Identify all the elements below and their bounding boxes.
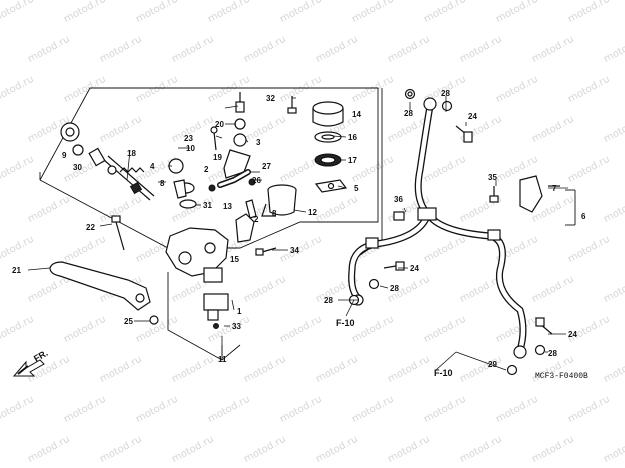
callout-18: 18 — [127, 149, 136, 158]
callout-21: 21 — [12, 266, 21, 275]
callout-16: 16 — [348, 133, 357, 142]
callout-23: 23 — [184, 134, 193, 143]
callout-28e: 28 — [548, 349, 557, 358]
callout-11: 11 — [218, 355, 227, 364]
callout-32: 33 — [232, 322, 241, 331]
callout-labels: 1 2 2 3 4 5 6 7 8 8 9 10 11 12 13 14 15 … — [12, 89, 586, 369]
callout-1: 1 — [237, 307, 242, 316]
front-direction-arrow: FR. — [12, 348, 50, 377]
callout-28a: 28 — [404, 109, 413, 118]
reference-callouts: F-10 F-10 — [336, 299, 507, 378]
callout-3: 3 — [256, 138, 261, 147]
callout-24a: 24 — [468, 112, 477, 121]
callout-24b: 24 — [410, 264, 419, 273]
callout-19: 19 — [213, 153, 222, 162]
callout-27: 27 — [262, 162, 271, 171]
callout-28d: 28 — [324, 296, 333, 305]
callout-34: 35 — [488, 173, 497, 182]
ref-f10-left: F-10 — [336, 318, 355, 328]
callout-7: 7 — [552, 184, 557, 193]
callout-15: 15 — [230, 255, 239, 264]
callout-2a: 2 — [204, 165, 209, 174]
callout-4: 4 — [150, 162, 155, 171]
reservoir-parts — [261, 101, 348, 217]
callout-28c: 28 — [390, 284, 399, 293]
callout-14: 14 — [352, 110, 361, 119]
callout-22: 22 — [86, 223, 95, 232]
callout-9: 9 — [62, 151, 67, 160]
callout-29: 30 — [73, 163, 82, 172]
ref-f10-bottom: F-10 — [434, 368, 453, 378]
callout-26: 26 — [252, 176, 261, 185]
callout-12: 12 — [308, 208, 317, 217]
callout-5: 5 — [354, 184, 359, 193]
callout-35: 36 — [394, 195, 403, 204]
callout-24c: 24 — [568, 330, 577, 339]
brake-hoses — [348, 97, 527, 359]
callout-30: 31 — [203, 201, 212, 210]
brake-switch — [203, 293, 229, 329]
callout-leaders — [27, 96, 568, 356]
callout-8b: 8 — [272, 209, 277, 218]
direction-label: FR. — [32, 348, 50, 364]
brake-lever — [49, 261, 159, 325]
callout-31: 32 — [266, 94, 275, 103]
bolts-washers — [348, 88, 560, 376]
callout-8a: 8 — [160, 179, 165, 188]
callout-20: 20 — [215, 120, 224, 129]
callout-13: 13 — [223, 202, 232, 211]
callout-28b: 28 — [441, 89, 450, 98]
master-cylinder-body — [165, 213, 255, 283]
callout-6: 6 — [581, 212, 586, 221]
piston-assembly — [60, 122, 155, 201]
assembly-frame — [39, 87, 576, 361]
callout-25: 25 — [124, 317, 133, 326]
diagram-code: MCF3-F0400B — [535, 372, 588, 381]
callout-10: 10 — [186, 144, 195, 153]
callout-2b: 2 — [254, 215, 259, 224]
callout-33: 34 — [290, 246, 299, 255]
callout-17: 17 — [348, 156, 357, 165]
callout-28f: 29 — [488, 360, 497, 369]
